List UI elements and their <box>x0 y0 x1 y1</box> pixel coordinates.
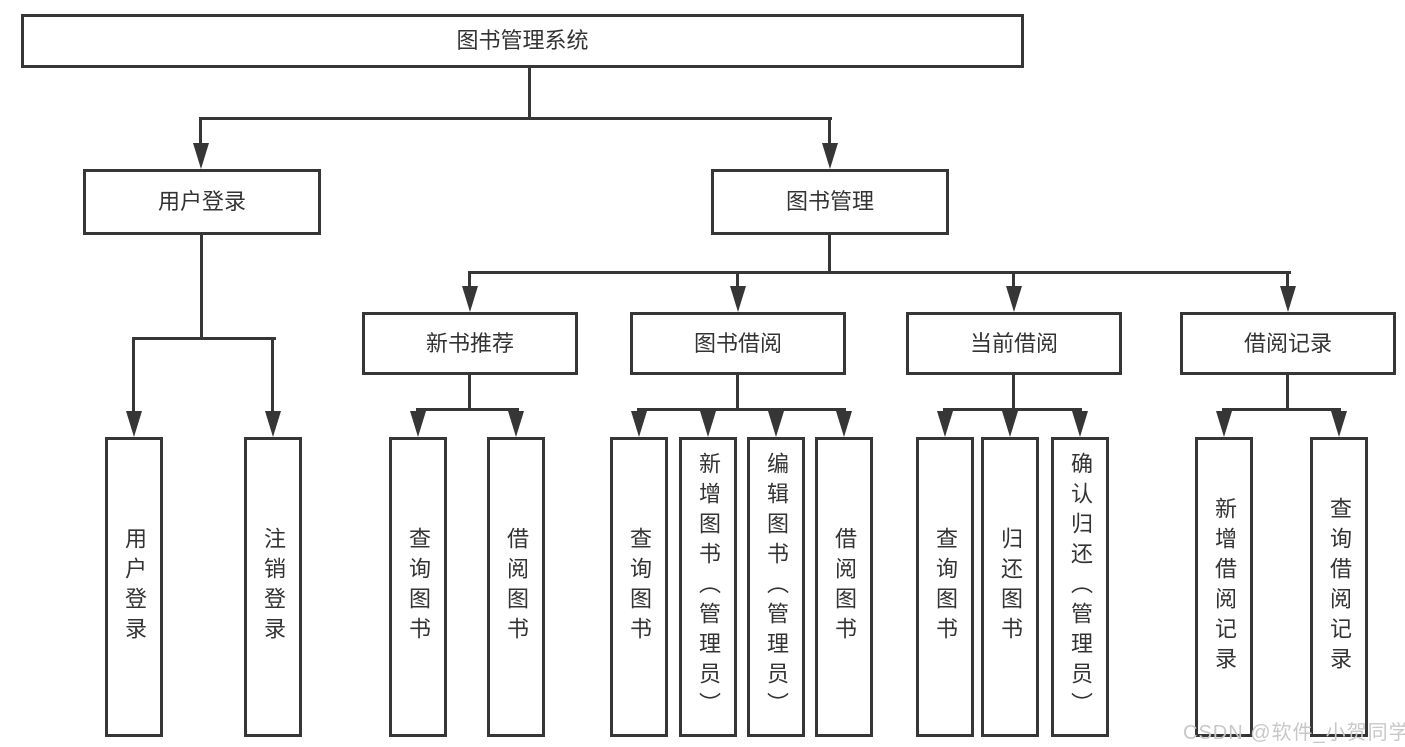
arrow-down-cb-confirm <box>1072 411 1088 437</box>
connector-book-mgmt-stem <box>828 235 831 274</box>
leaf-label: 查询图书 <box>627 527 652 647</box>
leaf-bb-add-books-admin: 新增图书（管理员） <box>679 437 737 737</box>
connector-current-borrow-stem <box>1012 375 1015 409</box>
arrow-down-bb-edit <box>768 411 784 437</box>
arrow-down-bb-add <box>700 411 716 437</box>
connector-user-login-stem <box>200 235 203 338</box>
leaf-logout: 注销登录 <box>244 437 302 737</box>
connector-drop-new-books <box>468 271 471 288</box>
leaf-label: 用户登录 <box>122 527 147 647</box>
leaf-cb-confirm-return-admin: 确认归还（管理员） <box>1051 437 1109 737</box>
leaf-bb-edit-books-admin: 编辑图书（管理员） <box>747 437 805 737</box>
connector-root-stem <box>528 68 531 117</box>
connector-book-borrow-bar <box>638 408 846 411</box>
node-book-borrowing: 图书借阅 <box>630 312 846 375</box>
arrow-down-book-mgmt <box>822 143 838 169</box>
leaf-label: 确认归还（管理员） <box>1068 452 1093 722</box>
leaf-label: 新增图书（管理员） <box>696 452 721 722</box>
connector-drop-book-borrow <box>736 271 739 288</box>
connector-user-login-bar <box>133 337 276 340</box>
node-borrowing-records: 借阅记录 <box>1180 312 1396 375</box>
node-book-management: 图书管理 <box>711 169 949 235</box>
connector-new-books-stem <box>468 375 471 409</box>
leaf-label: 新增借阅记录 <box>1212 497 1237 677</box>
leaf-label: 查询图书 <box>406 527 431 647</box>
node-new-book-recommendation: 新书推荐 <box>362 312 578 375</box>
connector-drop-login <box>132 337 135 413</box>
arrow-down-borrow-records <box>1280 286 1296 312</box>
arrow-down-login <box>126 411 142 437</box>
leaf-br-add-record: 新增借阅记录 <box>1195 437 1253 737</box>
arrow-down-logout <box>265 411 281 437</box>
connector-drop-user-login <box>199 117 202 145</box>
connector-drop-logout <box>271 337 274 413</box>
connector-drop-current-borrow <box>1012 271 1015 288</box>
arrow-down-br-add <box>1216 411 1232 437</box>
leaf-label: 借阅图书 <box>832 527 857 647</box>
leaf-label: 编辑图书（管理员） <box>764 452 789 722</box>
arrow-down-cb-return <box>1002 411 1018 437</box>
leaf-bb-borrow-books: 借阅图书 <box>815 437 873 737</box>
leaf-user-login: 用户登录 <box>105 437 163 737</box>
connector-book-borrow-stem <box>736 375 739 409</box>
node-user-login: 用户登录 <box>83 169 321 235</box>
leaf-label: 借阅图书 <box>504 527 529 647</box>
connector-drop-book-mgmt <box>828 117 831 145</box>
arrow-down-bb-borrow <box>836 411 852 437</box>
leaf-label: 查询借阅记录 <box>1327 497 1352 677</box>
arrow-down-cb-query <box>937 411 953 437</box>
node-label: 当前借阅 <box>969 330 1058 356</box>
arrow-down-nb-query <box>410 411 426 437</box>
leaf-cb-query-books: 查询图书 <box>916 437 974 737</box>
leaf-br-query-record: 查询借阅记录 <box>1310 437 1368 737</box>
node-label: 借阅记录 <box>1243 330 1332 356</box>
connector-book-mgmt-bar <box>469 271 1291 274</box>
connector-borrow-records-stem <box>1286 375 1289 409</box>
arrow-down-user-login <box>193 143 209 169</box>
node-book-management-system: 图书管理系统 <box>21 14 1024 68</box>
connector-new-books-bar <box>417 408 519 411</box>
arrow-down-book-borrow <box>730 286 746 312</box>
arrow-down-br-query <box>1331 411 1347 437</box>
node-label: 图书管理系统 <box>456 28 589 53</box>
leaf-bb-query-books: 查询图书 <box>610 437 668 737</box>
node-label: 用户登录 <box>157 189 246 214</box>
arrow-down-bb-query <box>631 411 647 437</box>
node-label: 图书管理 <box>785 189 874 214</box>
connector-root-bar <box>199 117 832 120</box>
leaf-label: 归还图书 <box>998 527 1023 647</box>
node-current-borrowing: 当前借阅 <box>906 312 1122 375</box>
leaf-label: 查询图书 <box>933 527 958 647</box>
connector-current-borrow-bar <box>944 408 1082 411</box>
arrow-down-nb-borrow <box>508 411 524 437</box>
csdn-watermark: CSDN @软件_小贺同学 <box>1183 722 1405 744</box>
node-label: 新书推荐 <box>425 330 514 356</box>
arrow-down-new-books <box>462 286 478 312</box>
leaf-nb-borrow-books: 借阅图书 <box>487 437 545 737</box>
leaf-label: 注销登录 <box>261 527 286 647</box>
node-label: 图书借阅 <box>693 330 782 356</box>
leaf-nb-query-books: 查询图书 <box>389 437 447 737</box>
arrow-down-current-borrow <box>1006 286 1022 312</box>
leaf-cb-return-books: 归还图书 <box>981 437 1039 737</box>
connector-drop-borrow-records <box>1286 271 1289 288</box>
connector-borrow-records-bar <box>1223 408 1341 411</box>
